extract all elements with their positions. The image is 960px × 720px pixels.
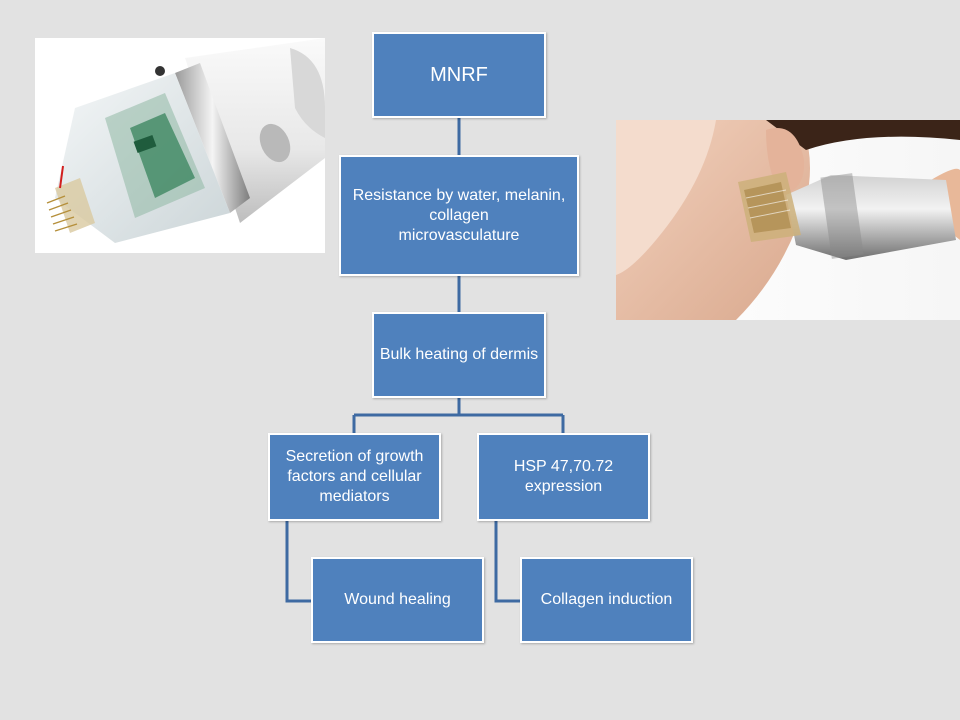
node-collagen-induction: Collagen induction <box>520 557 693 643</box>
connector-bulk-branch <box>354 398 563 433</box>
node-secretion: Secretion of growth factors and cellular… <box>268 433 441 521</box>
node-bulk-heating: Bulk heating of dermis <box>372 312 546 398</box>
node-resistance: Resistance by water, melanin, collagen m… <box>339 155 579 276</box>
node-wound-healing: Wound healing <box>311 557 484 643</box>
connector-hsp-collagen <box>496 521 520 601</box>
node-hsp-expression: HSP 47,70.72 expression <box>477 433 650 521</box>
node-mnrf: MNRF <box>372 32 546 118</box>
connector-secretion-wound <box>287 521 311 601</box>
